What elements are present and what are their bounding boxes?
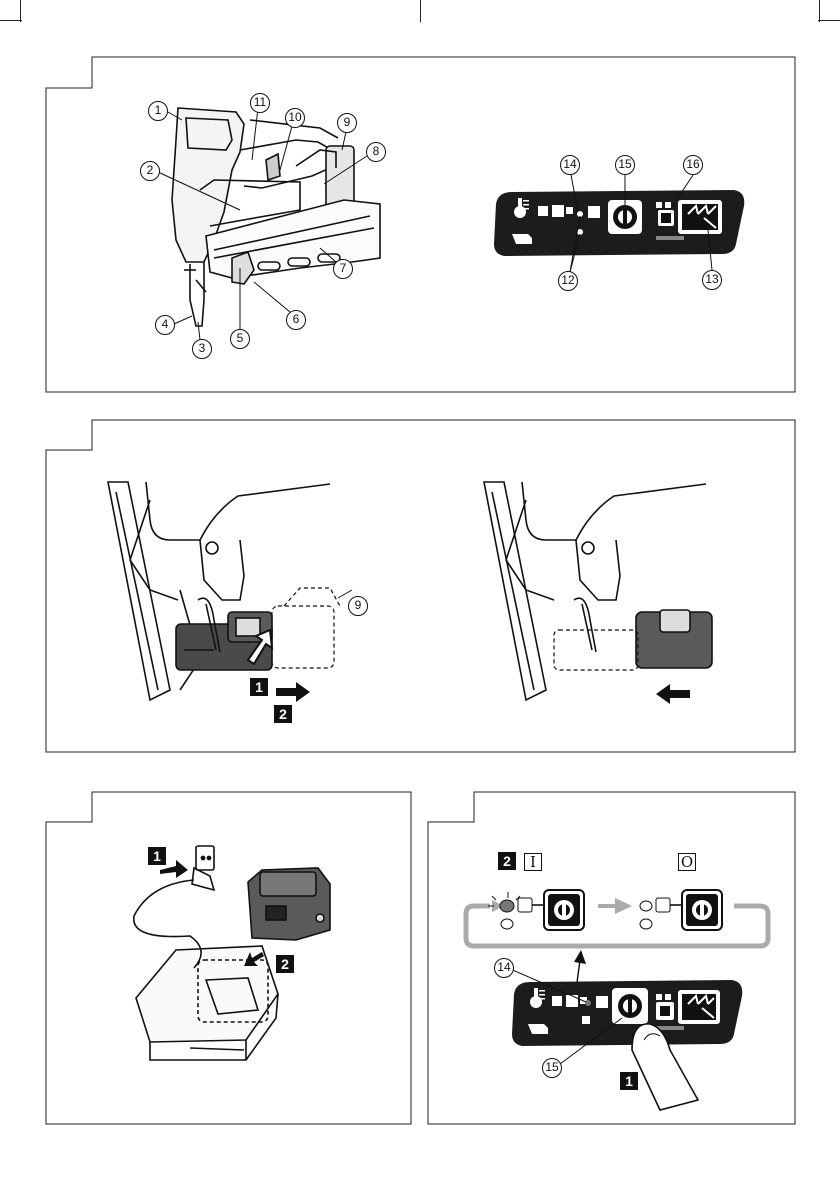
power-on-state (488, 890, 584, 930)
callout-14-power-label: 14 (495, 959, 513, 976)
callout-14-power: 14 (494, 958, 514, 978)
mode-on-label: I (524, 853, 542, 871)
power-off-state (640, 890, 722, 930)
figure-power-switch: 2 I O 14 15 1 (0, 0, 840, 1130)
mode-off-label: O (678, 853, 696, 871)
figure-power-switch-frame (0, 0, 840, 1130)
callout-15-power: 15 (542, 1058, 562, 1078)
callout-15-power-label: 15 (543, 1059, 561, 1076)
step-2-badge-power: 2 (498, 852, 516, 870)
control-panel-closeup (512, 980, 742, 1046)
step-1-badge-power: 1 (620, 1072, 638, 1090)
